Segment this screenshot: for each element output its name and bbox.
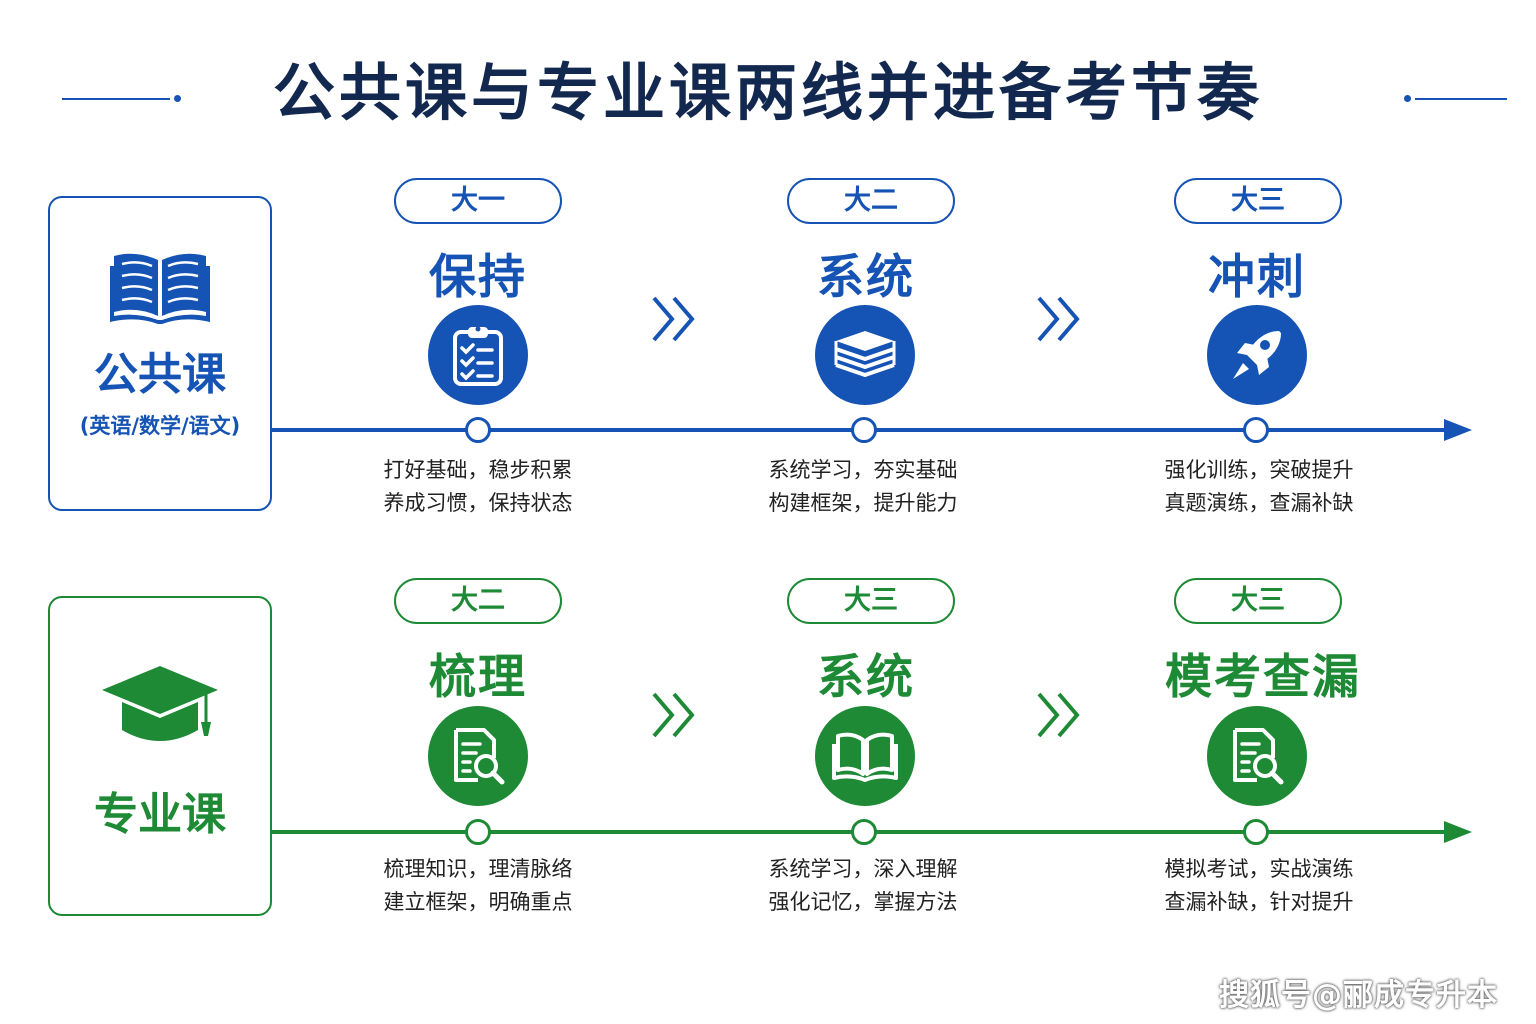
- public-course-label-box: 公共课 (英语/数学/语文): [48, 196, 272, 511]
- public-chevron-2-icon: [1033, 294, 1093, 344]
- public-stage-3-node: [1243, 417, 1269, 443]
- major-stage-3-year-pill: 大三: [1174, 578, 1342, 624]
- public-stage-1-desc-line1: 打好基础，稳步积累: [383, 458, 573, 482]
- public-stage-3-title: 冲刺: [1208, 250, 1306, 305]
- public-timeline-arrowhead: [1444, 419, 1472, 445]
- major-stage-2-year-pill: 大三: [787, 578, 955, 624]
- public-stage-1-title: 保持: [429, 250, 527, 305]
- major-course-label-box: 专业课: [48, 596, 272, 916]
- major-stage-2-icon-circle: [815, 706, 915, 806]
- public-stage-1-desc-line2: 养成习惯，保持状态: [383, 491, 573, 515]
- public-course-subtitle: (英语/数学/语文): [79, 414, 241, 438]
- public-stage-2-node: [851, 417, 877, 443]
- page-title: 公共课与专业课两线并进备考节奏: [272, 56, 1263, 129]
- public-stage-3-desc-line1: 强化训练，突破提升: [1164, 458, 1354, 482]
- major-stage-2-title: 系统: [817, 650, 915, 705]
- public-stage-3-year-pill: 大三: [1174, 178, 1342, 224]
- public-stage-2-title: 系统: [817, 250, 915, 305]
- public-stage-2-desc-line2: 构建框架，提升能力: [768, 491, 958, 515]
- document-search-icon: [454, 728, 505, 785]
- document-search-icon: [1233, 728, 1284, 785]
- major-stage-2-desc-line1: 系统学习，深入理解: [768, 857, 958, 881]
- major-stage-3-icon-circle: [1207, 706, 1307, 806]
- major-timeline-arrowhead: [1444, 821, 1472, 847]
- public-course-title: 公共课: [94, 349, 226, 400]
- public-stage-1-year-pill: 大一: [394, 178, 562, 224]
- major-stage-3-desc-line2: 查漏补缺，针对提升: [1164, 890, 1354, 914]
- public-stage-1-icon-circle: [428, 305, 528, 405]
- public-chevron-1-icon: [648, 294, 708, 344]
- rocket-icon: [1233, 331, 1281, 379]
- major-course-title: 专业课: [94, 789, 226, 840]
- major-stage-1-icon-circle: [428, 706, 528, 806]
- graduation-cap-icon: [98, 660, 222, 750]
- public-stage-3-icon-circle: [1207, 305, 1307, 405]
- watermark: 搜狐号@郦成专升本: [1219, 978, 1498, 1013]
- major-stage-1-desc-line1: 梳理知识，理清脉络: [383, 857, 573, 881]
- title-right-line: [1415, 98, 1507, 100]
- public-stage-2-year-pill: 大二: [787, 178, 955, 224]
- stacked-books-icon: [834, 331, 896, 377]
- book-icon: [108, 246, 212, 326]
- major-stage-3-desc-line1: 模拟考试，实战演练: [1164, 857, 1354, 881]
- public-stage-2-icon-circle: [815, 305, 915, 405]
- major-stage-3-node: [1243, 819, 1269, 845]
- public-stage-1-node: [465, 417, 491, 443]
- public-stage-3-desc-line2: 真题演练，查漏补缺: [1164, 491, 1354, 515]
- major-stage-1-node: [465, 819, 491, 845]
- major-stage-1-title: 梳理: [429, 650, 527, 705]
- major-stage-3-title: 模考查漏: [1165, 650, 1361, 705]
- title-left-dot: [174, 95, 181, 102]
- major-stage-1-desc-line2: 建立框架，明确重点: [383, 890, 573, 914]
- open-book-icon: [832, 732, 898, 782]
- major-stage-1-year-pill: 大二: [394, 578, 562, 624]
- title-left-line: [62, 98, 170, 100]
- major-stage-2-node: [851, 819, 877, 845]
- major-stage-2-desc-line2: 强化记忆，掌握方法: [768, 890, 958, 914]
- major-chevron-2-icon: [1033, 690, 1093, 740]
- public-stage-2-desc-line1: 系统学习，夯实基础: [768, 458, 958, 482]
- title-right-dot: [1404, 95, 1411, 102]
- clipboard-checklist-icon: [453, 326, 503, 386]
- major-chevron-1-icon: [648, 690, 708, 740]
